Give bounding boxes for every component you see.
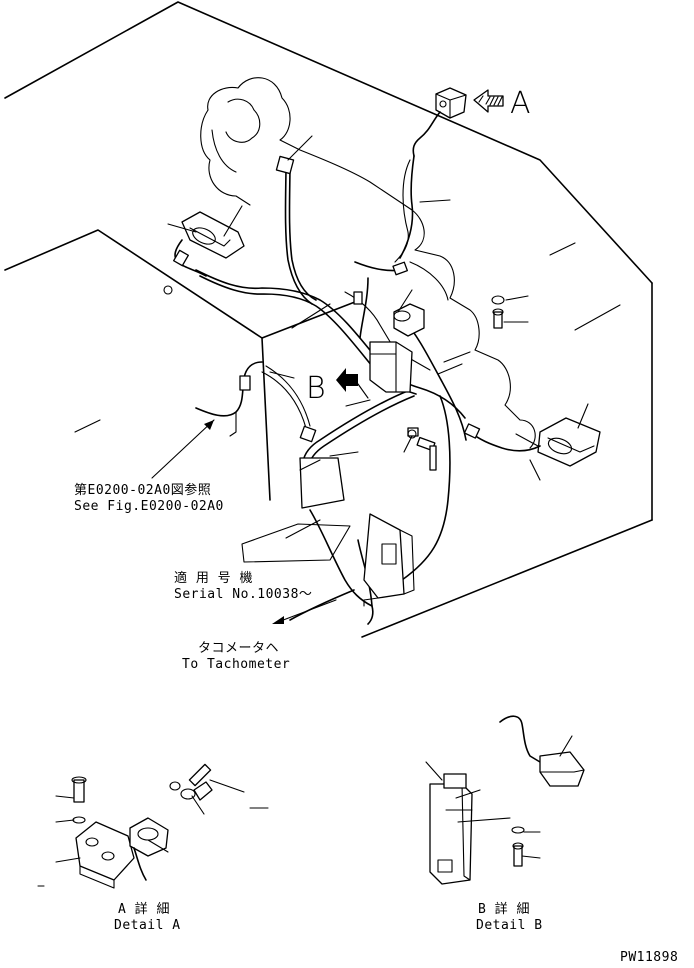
- mounting-plate: [241, 523, 351, 563]
- see-fig-arrow: [151, 419, 215, 479]
- leader-lines: [167, 135, 589, 539]
- controller-box: [299, 457, 415, 607]
- tachometer-arrow: [272, 599, 337, 624]
- detail-a-title-jp: A 詳 細: [118, 902, 170, 917]
- view-a-arrow-icon: [473, 89, 504, 113]
- serial-note-jp: 適 用 号 機: [174, 571, 253, 586]
- see-figure-note-jp: 第E0200-02A0図参照: [74, 483, 212, 498]
- engine-block: [200, 77, 536, 449]
- tachometer-note-en: To Tachometer: [182, 657, 291, 672]
- left-bracket-cable: [195, 361, 263, 437]
- harness-connectors: [163, 155, 481, 443]
- see-figure-note-en: See Fig.E0200-02A0: [74, 499, 224, 514]
- bolt-and-washer: [416, 295, 505, 471]
- drawing-id: PW11898: [620, 950, 679, 965]
- right-lamp: [469, 417, 601, 467]
- detail-b-title-en: Detail B: [476, 918, 543, 933]
- detail-b-drawing: [425, 715, 585, 885]
- machine-body-outline: [4, 1, 653, 638]
- detail-a-drawing: [37, 763, 269, 889]
- view-b-arrow-icon: [336, 368, 358, 392]
- serial-note-en: Serial No.10038～: [174, 587, 313, 602]
- left-lamp: [174, 211, 245, 277]
- switch-a-component: [399, 87, 467, 259]
- tachometer-note-jp: タコメータヘ: [198, 641, 280, 656]
- relay-block: [369, 303, 425, 393]
- view-a-label: A: [510, 86, 531, 121]
- detail-a-title-en: Detail A: [114, 918, 181, 933]
- view-b-label: B: [306, 371, 326, 406]
- detail-b-title-jp: B 詳 細: [478, 902, 530, 917]
